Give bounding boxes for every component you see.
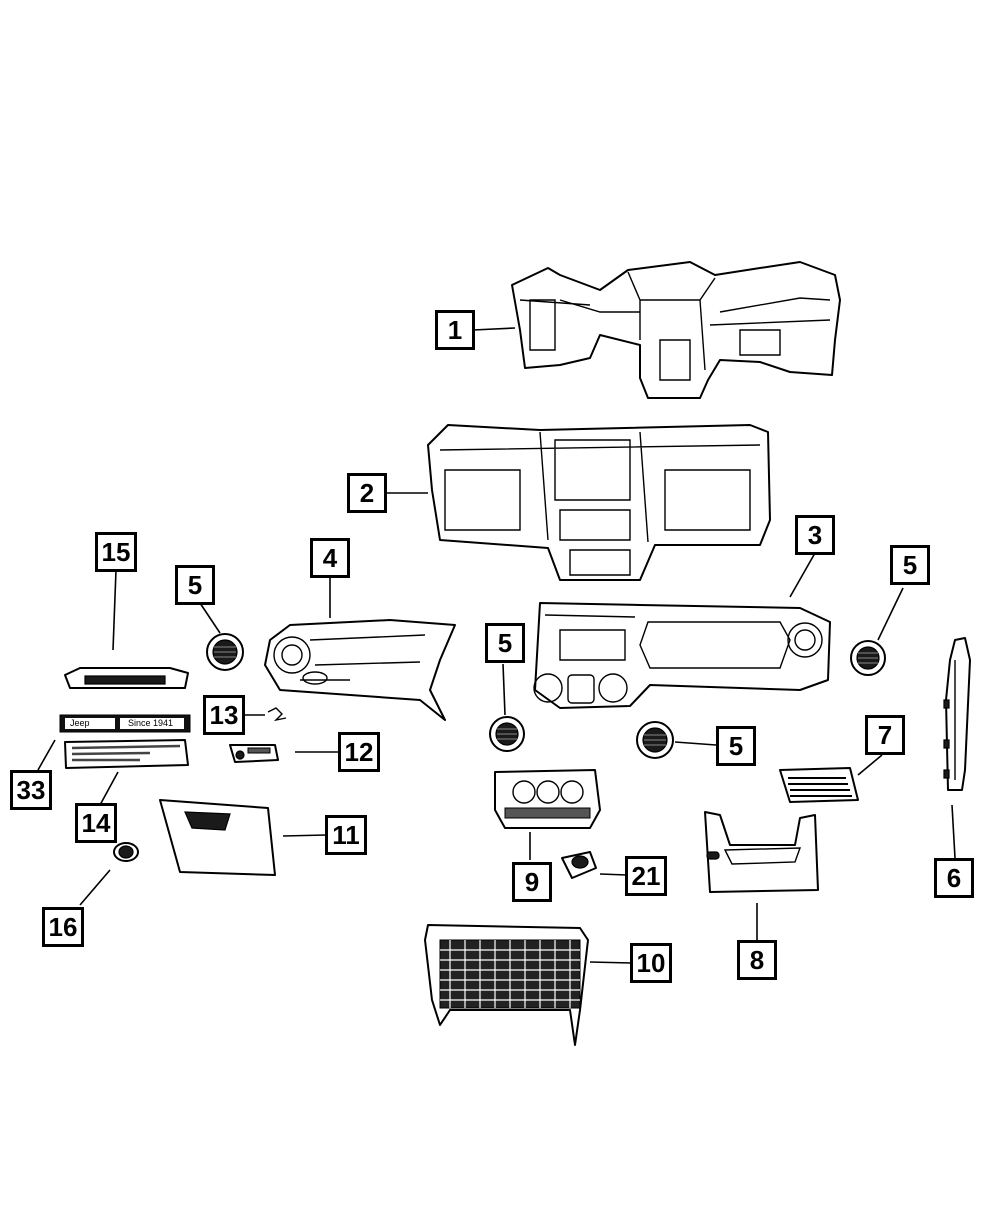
leader-lines [37,327,956,964]
part-5-air-vent-a [206,633,244,671]
part-7-grille-plate [779,767,859,803]
callout-1: 1 [435,310,475,350]
part-10-net-storage [424,924,589,1046]
callout-16: 16 [42,907,84,947]
callout-6: 6 [934,858,974,898]
callout-3: 3 [795,515,835,555]
callout-11: 11 [325,815,367,855]
part-6-side-trim [943,637,971,791]
leader-5d [674,741,717,746]
leader-6 [951,804,956,859]
part-21-power-outlet [561,851,597,879]
callout-21: 21 [625,856,667,896]
leader-10 [589,961,632,964]
leader-33 [37,739,56,771]
callout-33: 33 [10,770,52,810]
emblem-33-left-text: Jeep [70,718,90,728]
emblem-33-right-text: Since 1941 [128,718,174,728]
part-14-decorative-plate [64,739,189,769]
leader-15 [112,569,117,651]
callout-15: 15 [95,532,137,572]
part-13-clip [267,707,287,722]
callout-8: 8 [737,940,777,980]
leader-7 [857,754,883,776]
part-16-knob [113,842,139,862]
callout-10: 10 [630,943,672,983]
part-8-lower-bezel [704,811,819,893]
part-1-crossmember-frame [511,261,841,399]
part-12-switch-bank [229,744,279,763]
callout-14: 14 [75,803,117,843]
part-9-climate-control [494,769,601,829]
callout-2: 2 [347,473,387,513]
leader-5a [199,602,221,634]
part-15-vent-trim [64,667,189,689]
callout-5b: 5 [890,545,930,585]
part-2-dash-base [427,424,771,581]
leader-14 [99,771,119,806]
leader-5b [877,587,904,641]
leader-16 [79,869,111,906]
callout-9: 9 [512,862,552,902]
callout-12: 12 [338,732,380,772]
part-5-air-vent-c [489,716,525,752]
callout-5c: 5 [485,623,525,663]
part-33-badge-plate [59,714,191,733]
leader-21 [599,873,628,876]
leader-3 [789,552,816,598]
part-3-instrument-bezel [533,602,831,709]
callout-5d: 5 [716,726,756,766]
callout-13: 13 [203,695,245,735]
callout-4: 4 [310,538,350,578]
callout-5a: 5 [175,565,215,605]
leader-11 [282,834,327,837]
leader-1 [472,327,516,331]
part-5-air-vent-d [636,721,674,759]
leader-5c [502,663,506,716]
part-11-glove-box-door [159,799,276,876]
callout-7: 7 [865,715,905,755]
part-4-passenger-panel [264,619,456,721]
part-5-air-vent-b [850,640,886,676]
